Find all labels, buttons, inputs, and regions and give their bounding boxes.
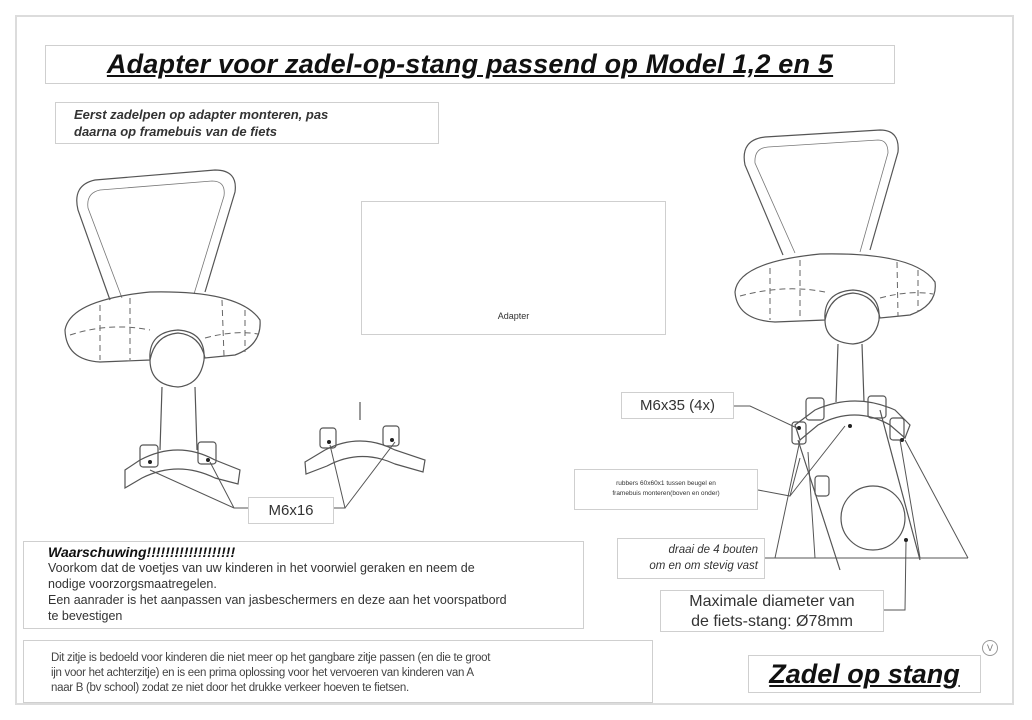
adapter-detail-box: Adapter (361, 201, 666, 335)
brand-box: Zadel op stang (748, 655, 981, 693)
left-seat-illustration (64, 169, 426, 509)
warning-box: Waarschuwing!!!!!!!!!!!!!!!!!!! Voorkom … (23, 541, 584, 629)
m6x35-label: M6x35 (4x) (621, 392, 734, 419)
adapter-caption: Adapter (497, 311, 530, 321)
instruction-box: Eerst zadelpen op adapter monteren, pas … (55, 102, 439, 144)
warning-line-4: te bevestigen (48, 609, 123, 623)
warning-title: Waarschuwing!!!!!!!!!!!!!!!!!!! (48, 544, 236, 560)
circled-v-mark-icon: V (982, 640, 998, 656)
tighten-line-1: draai de 4 bouten (668, 544, 758, 556)
info-line-1: Dit zitje is bedoeld voor kinderen die n… (51, 652, 491, 664)
rubbers-note-line-2: framebuis monteren(boven en onder) (612, 490, 720, 497)
title-box: Adapter voor zadel-op-stang passend op M… (45, 45, 895, 84)
info-box: Dit zitje is bedoeld voor kinderen die n… (23, 640, 653, 703)
info-line-3: naar B (bv school) zodat ze niet door he… (51, 682, 409, 694)
info-line-2: ijn voor het achterzitje) en is een prim… (51, 667, 474, 679)
tighten-line-2: om en om stevig vast (649, 560, 758, 572)
warning-line-2: nodige voorzorgsmaatregelen. (48, 577, 217, 591)
max-diameter-line-2: de fiets-stang: Ø78mm (691, 613, 853, 630)
instruction-line-2: daarna op framebuis van de fiets (74, 124, 278, 139)
max-diameter-note: Maximale diameter van de fiets-stang: Ø7… (660, 590, 884, 632)
max-diameter-line-1: Maximale diameter van (689, 593, 855, 610)
m6x16-label: M6x16 (248, 497, 334, 524)
right-seat-illustration (734, 129, 969, 611)
page-border (15, 15, 1014, 705)
rubbers-note-line-1: rubbers 60x60x1 tussen beugel en (616, 480, 716, 487)
rubbers-note: rubbers 60x60x1 tussen beugel en framebu… (574, 469, 758, 510)
instruction-line-1: Eerst zadelpen op adapter monteren, pas (74, 107, 329, 122)
warning-line-1: Voorkom dat de voetjes van uw kinderen i… (48, 561, 475, 575)
warning-line-3: Een aanrader is het aanpassen van jasbes… (48, 593, 507, 607)
tighten-bolts-note: draai de 4 bouten om en om stevig vast (617, 538, 765, 579)
page-title: Adapter voor zadel-op-stang passend op M… (106, 49, 834, 79)
brand-title: Zadel op stang (769, 659, 960, 689)
